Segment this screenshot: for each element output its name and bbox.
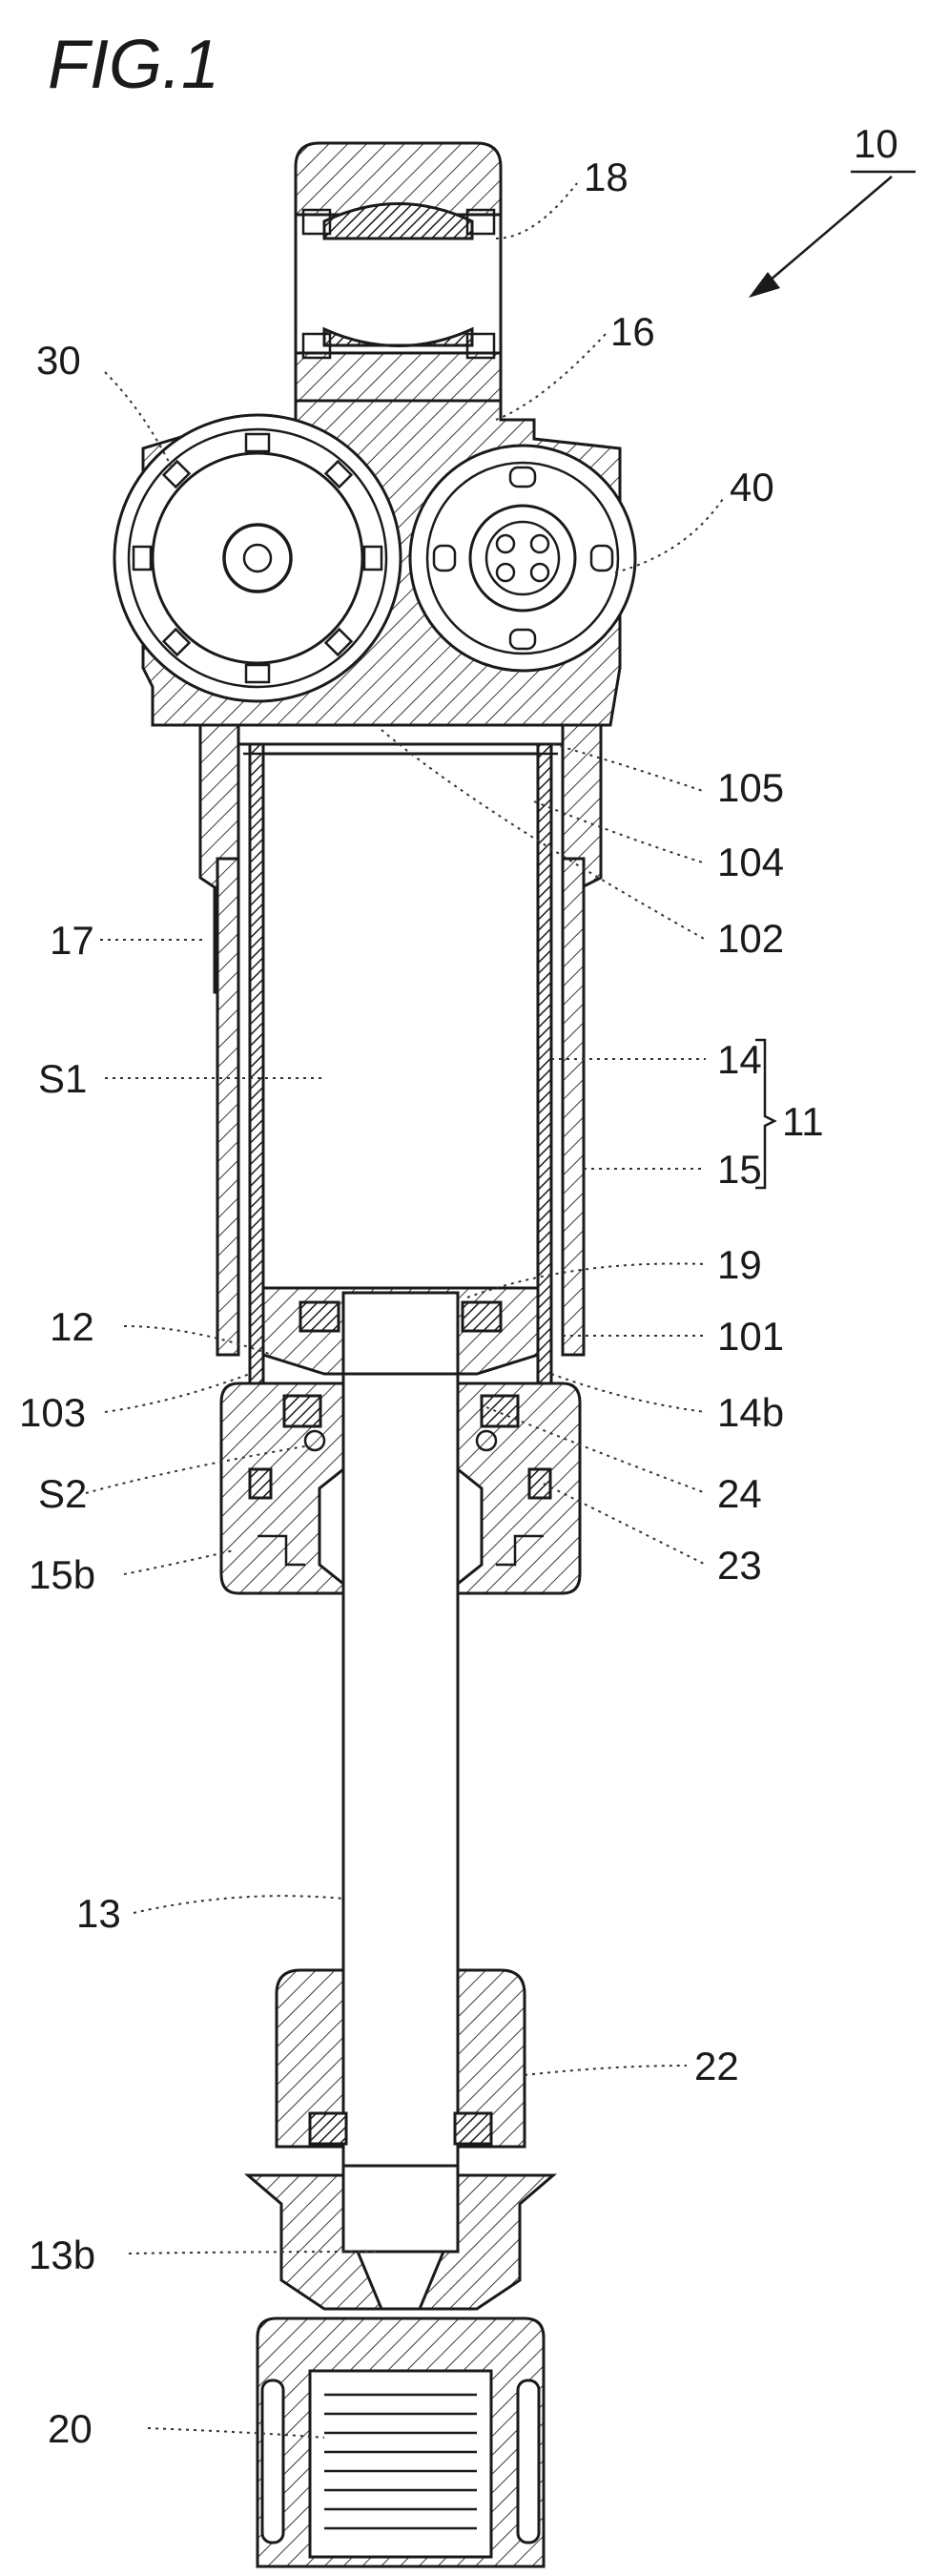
label-S2: S2 [38,1471,87,1516]
figure-title: FIG.1 [48,27,219,103]
label-101: 101 [717,1314,784,1359]
label-40: 40 [730,465,774,509]
lower-cap-15b [221,1383,343,1593]
label-24: 24 [717,1471,762,1516]
arrow-10-line [763,177,892,286]
label-23: 23 [717,1543,762,1588]
label-104: 104 [717,840,784,884]
rod-end-13b [248,2166,553,2309]
reservoir-30 [114,415,401,701]
label-11: 11 [782,1099,824,1144]
piston-rod-13 [343,1374,458,2166]
label-19: 19 [717,1242,762,1287]
label-103: 103 [19,1390,86,1435]
label-18: 18 [584,155,629,199]
label-22: 22 [694,2044,739,2088]
label-105: 105 [717,765,784,810]
label-13: 13 [76,1891,121,1936]
label-10: 10 [854,121,898,166]
lower-eye-20 [258,2318,544,2566]
label-14b: 14b [717,1390,784,1435]
label-17: 17 [50,918,94,963]
label-15: 15 [717,1147,762,1192]
label-12: 12 [50,1304,94,1349]
label-S1: S1 [38,1056,87,1101]
adjuster-40 [410,446,635,671]
inner-tube-14 [250,739,263,1383]
upper-eye-18 [296,143,501,401]
label-13b: 13b [29,2233,95,2277]
label-15b: 15b [29,1552,95,1597]
label-14: 14 [717,1037,762,1082]
label-20: 20 [48,2406,93,2451]
piston-12 [263,1288,538,1374]
outer-tube-15 [217,859,238,1355]
label-16: 16 [610,309,655,354]
chamber-S1 [263,754,538,1288]
label-30: 30 [36,338,81,383]
label-102: 102 [717,916,784,961]
